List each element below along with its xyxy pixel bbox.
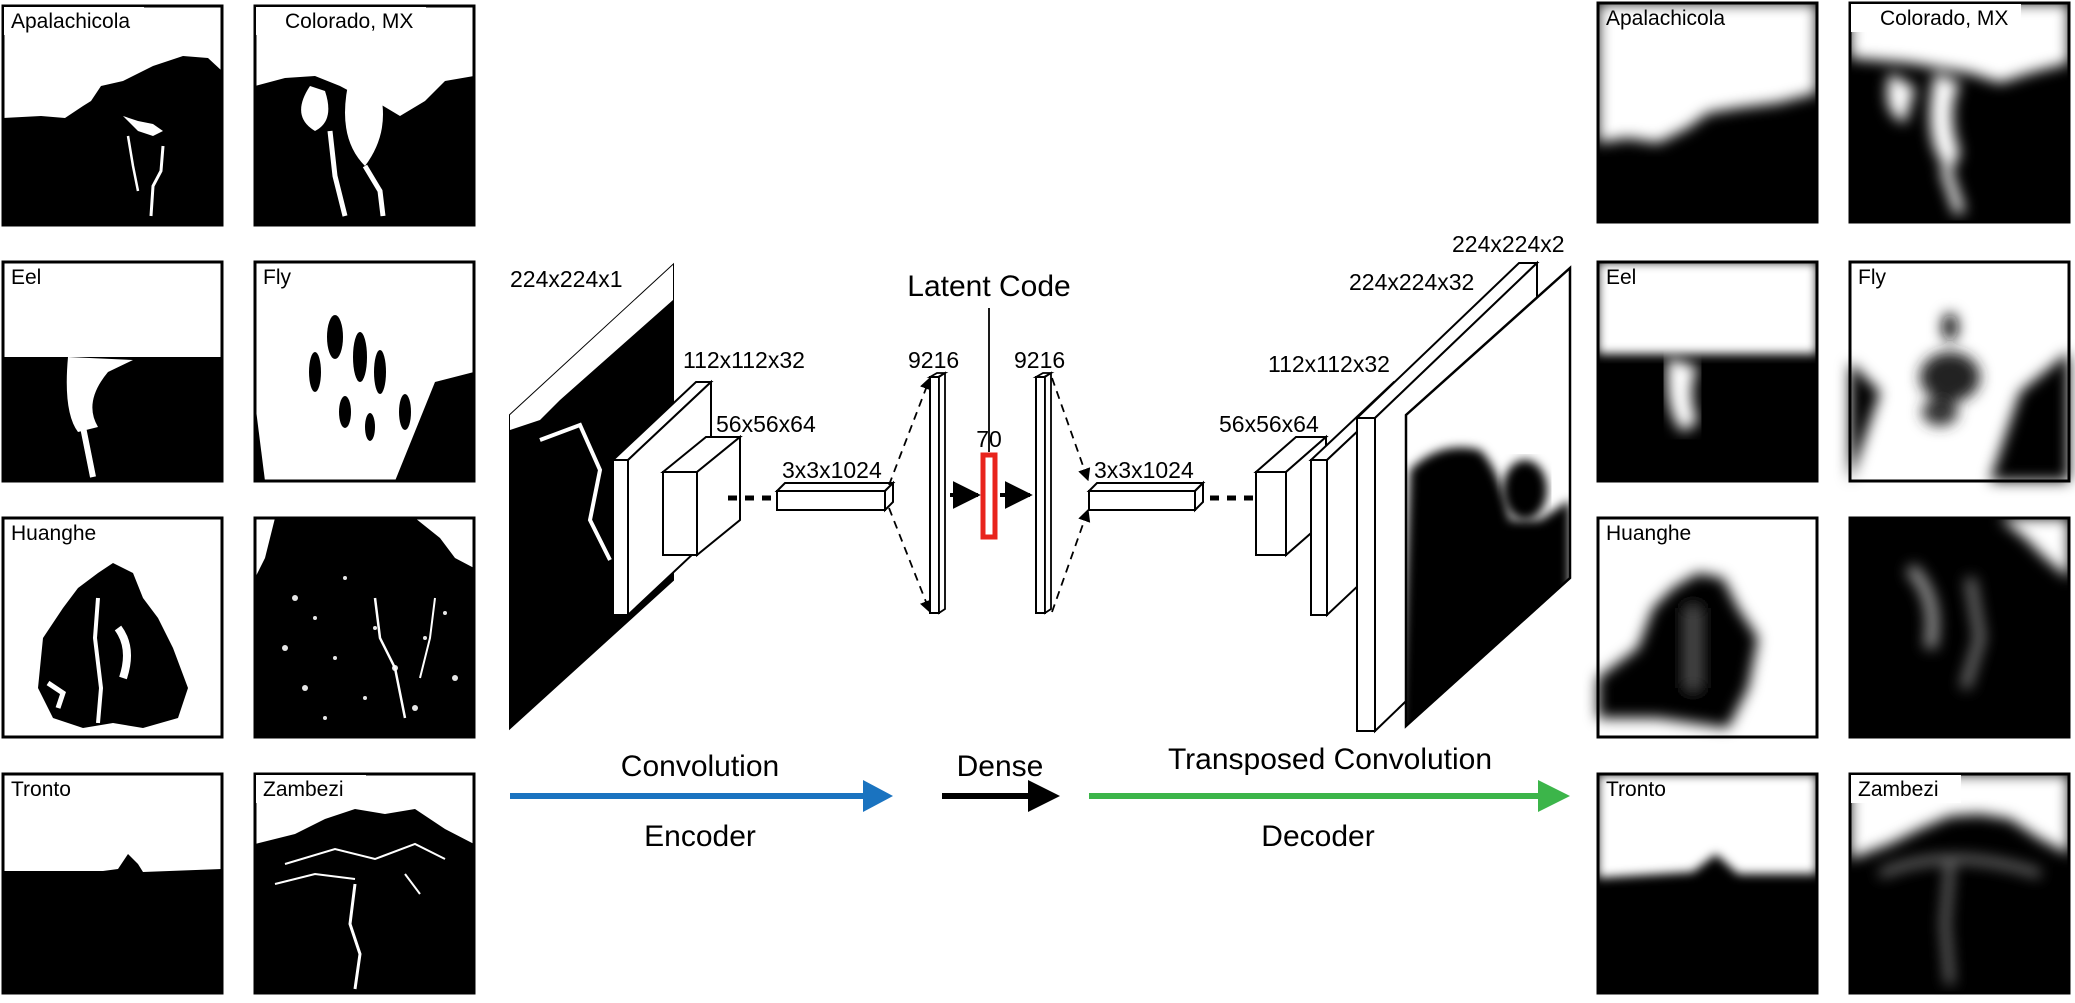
input-tile-label: Colorado, MX [285,10,413,33]
layer-dim-label: 112x112x32 [1268,351,1390,377]
layer-dim-label: 224x224x32 [1349,269,1474,295]
conv-layer-112x112x32: 112x112x32 [610,347,805,618]
input-tile-ob: Ob [253,516,476,739]
input-tile-zambezi: Zambezi [253,772,476,995]
output-tile-colorado: Colorado, MX [1848,1,2071,224]
output-tile-label: Zambezi [1858,778,1939,801]
output-tile-label: Ob [1913,522,1941,545]
layer-dim-label: 224x224x1 [510,266,623,292]
dense-label: Dense [957,750,1044,783]
output-tile-apalachicola: Apalachicola [1596,1,1819,224]
latent-code: Latent Code 70 [907,270,1071,540]
decoder-network: 9216 3x3x1024 56x56x64 112x112x32 [1014,231,1572,734]
input-tile-label: Huanghe [11,522,96,545]
output-tiles: Apalachicola Colorado, MX Eel [1596,1,2071,995]
latent-vector [980,452,998,540]
dense-layer-9216: 9216 [1014,347,1065,615]
input-tile-colorado: Colorado, MX [253,4,476,227]
input-tile-label: Fly [263,266,291,289]
input-tile-huanghe: Huanghe [1,516,224,739]
layer-dim-label: 9216 [908,347,959,373]
output-tile-ob: Ob [1848,516,2071,739]
input-tile-tronto: Tronto [1,772,224,995]
layer-dim-label: 56x56x64 [716,411,816,437]
output-tile-label: Colorado, MX [1880,7,2008,30]
deconv-layer-3x3x1024: 3x3x1024 [1086,457,1206,513]
layer-dim-label: 3x3x1024 [1094,457,1194,483]
convolution-label: Convolution [621,750,779,783]
layer-dim-label: 9216 [1014,347,1065,373]
deconv-layer-56x56x64: 56x56x64 [1219,411,1329,558]
input-tiles: Apalachicola Colorado, MX Eel [1,4,476,995]
input-tile-fly: Fly [253,260,476,483]
latent-title: Latent Code [907,270,1070,303]
output-tile-zambezi: Zambezi [1848,772,2071,995]
output-tile-eel: Eel [1596,260,1819,483]
flatten-layer-9216: 9216 [908,347,959,615]
encoder-network: 224x224x1 112x112x32 56x56x64 3x3x1024 [509,262,959,731]
output-tile-label: Huanghe [1606,522,1691,545]
output-tile-fly: Fly [1848,260,2071,483]
input-tile-apalachicola: Apalachicola [1,4,224,227]
conv-layer-3x3x1024: 3x3x1024 [774,457,896,513]
output-tile-tronto: Tronto [1596,772,1819,995]
output-tile-label: Apalachicola [1606,7,1725,30]
input-tile-label: Zambezi [263,778,344,801]
input-tile-label: Apalachicola [11,10,130,33]
output-tile-label: Fly [1858,266,1886,289]
layer-dim-label: 56x56x64 [1219,411,1319,437]
input-tile-label: Tronto [11,778,71,801]
layer-dim-label: 3x3x1024 [782,457,882,483]
input-tile-eel: Eel [1,260,224,483]
conv-layer-56x56x64: 56x56x64 [660,411,816,558]
encoder-label: Encoder [644,820,756,853]
input-tile-label: Eel [11,266,41,289]
layer-dim-label: 112x112x32 [683,347,805,373]
decoder-label: Decoder [1261,820,1374,853]
layer-dim-label: 224x224x2 [1452,231,1565,257]
input-tile-label: Ob [318,522,346,545]
stage-arrows: Convolution Encoder Dense Transposed Con… [510,743,1570,853]
output-tile-huanghe: Huanghe [1596,516,1819,739]
latent-size: 70 [976,426,1002,452]
output-tile-label: Tronto [1606,778,1666,801]
transposed-label: Transposed Convolution [1168,743,1492,776]
output-tile-label: Eel [1606,266,1636,289]
